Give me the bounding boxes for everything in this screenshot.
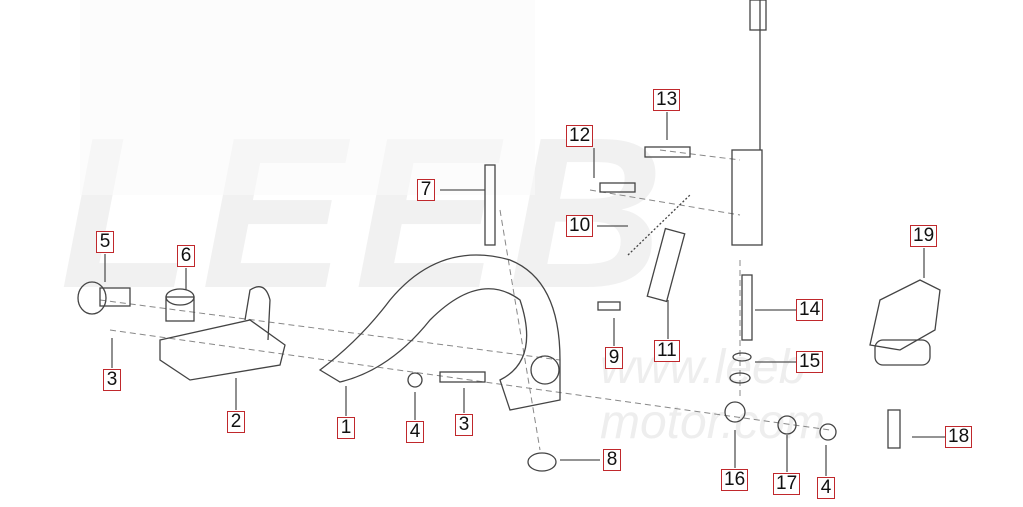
callout-1: 1 xyxy=(337,417,355,439)
callout-19: 19 xyxy=(910,225,938,247)
faded-overlay-panel xyxy=(80,0,535,195)
callout-7: 7 xyxy=(417,179,435,201)
callout-12: 12 xyxy=(566,125,594,147)
leader-lines xyxy=(104,112,945,476)
part-shapes xyxy=(77,0,941,472)
callout-4: 4 xyxy=(817,477,835,499)
callout-15: 15 xyxy=(796,351,824,373)
callout-3: 3 xyxy=(455,414,473,436)
callout-5: 5 xyxy=(96,231,114,253)
callout-16: 16 xyxy=(721,469,749,491)
callout-11: 11 xyxy=(654,340,680,362)
callout-17: 17 xyxy=(773,473,801,495)
callout-3: 3 xyxy=(103,369,121,391)
callout-18: 18 xyxy=(945,426,973,448)
callout-14: 14 xyxy=(796,299,824,321)
callout-6: 6 xyxy=(177,245,195,267)
callout-10: 10 xyxy=(566,215,594,237)
callout-8: 8 xyxy=(603,449,621,471)
callout-2: 2 xyxy=(227,411,245,433)
callout-13: 13 xyxy=(653,89,681,111)
callout-9: 9 xyxy=(605,347,623,369)
callout-4: 4 xyxy=(406,421,424,443)
